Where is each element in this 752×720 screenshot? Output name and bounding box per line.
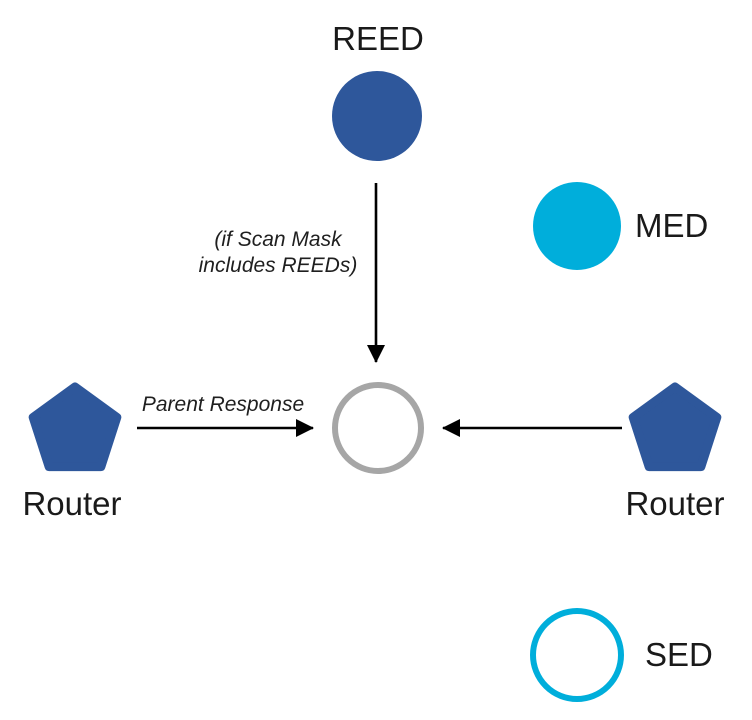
node-med-circle <box>533 182 621 270</box>
annotation-parent-response: Parent Response <box>141 393 305 416</box>
node-sed-circle <box>530 608 624 702</box>
pentagon-icon <box>28 382 122 472</box>
pentagon-icon <box>628 382 722 472</box>
node-reed-circle <box>332 71 422 161</box>
node-router-right-pentagon <box>628 382 722 472</box>
node-parent-circle <box>332 382 424 474</box>
label-sed: SED <box>645 636 713 673</box>
label-router-right: Router <box>625 485 725 522</box>
label-router-left: Router <box>22 485 122 522</box>
label-med: MED <box>635 207 709 244</box>
annotation-scan-mask-note: (if Scan Mask includes REEDs) <box>198 228 358 277</box>
node-router-left-pentagon <box>28 382 122 472</box>
label-reed: REED <box>332 20 424 57</box>
